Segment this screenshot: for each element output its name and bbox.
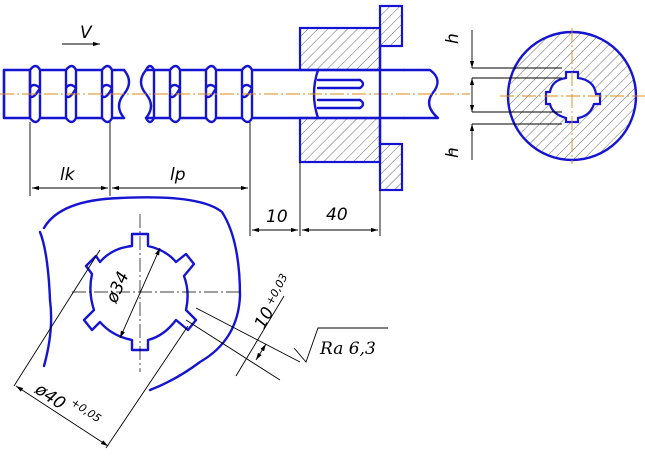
length-dimensions: lk lp 10 40: [29, 122, 381, 236]
bushing-upper: [298, 26, 382, 72]
label-h-top: h: [443, 33, 463, 44]
label-dim-10: 10: [266, 207, 288, 227]
broach-tool: [0, 64, 470, 124]
roughness-check: [293, 327, 388, 363]
bushing-lower: [298, 116, 382, 164]
section-spline-hole: [544, 70, 602, 124]
label-h-bottom: h: [443, 147, 463, 158]
label-dim-40: 40: [326, 205, 348, 225]
broach-teeth-left: [28, 64, 126, 124]
break-line-left: [117, 68, 131, 120]
dim-line-width: [235, 295, 285, 377]
roughness-symbol: Ra 6,3: [293, 327, 388, 363]
cross-section-view: h h: [443, 28, 645, 164]
spline-grooves: [316, 78, 362, 110]
hole-detail: ø34 ø40 +0,05 10 +0,03: [13, 196, 301, 449]
label-dia-outer: ø40: [30, 379, 69, 414]
label-lp: lp: [170, 165, 186, 185]
ext-width-2: [195, 307, 301, 363]
break-line-right: [139, 68, 153, 120]
broach-shank-right: [402, 68, 440, 120]
label-tol-outer: +0,05: [68, 396, 103, 426]
fixture-bushing: [298, 4, 404, 192]
flange-lower: [378, 142, 404, 192]
label-feed-v: V: [80, 23, 93, 43]
label-lk: lk: [60, 165, 76, 185]
dim-line-dia-outer: [15, 385, 109, 447]
spline-groove-ends: [358, 78, 365, 110]
dim-line-dia-inner: [119, 247, 161, 339]
label-width: 10: [251, 304, 279, 332]
dim-arrow-width: [255, 343, 267, 361]
ext-width-1: [185, 319, 281, 381]
label-dia-inner: ø34: [102, 269, 134, 307]
flange-upper: [378, 4, 404, 48]
workpiece-outline: [38, 196, 242, 392]
ext-dia-outer-1: [13, 249, 101, 387]
feed-direction: V: [62, 23, 100, 47]
spline-hole-outline: [82, 232, 198, 352]
label-tol-width: +0,03: [263, 272, 290, 308]
label-roughness: Ra 6,3: [319, 339, 376, 359]
ext-dia-outer-2: [105, 325, 189, 449]
